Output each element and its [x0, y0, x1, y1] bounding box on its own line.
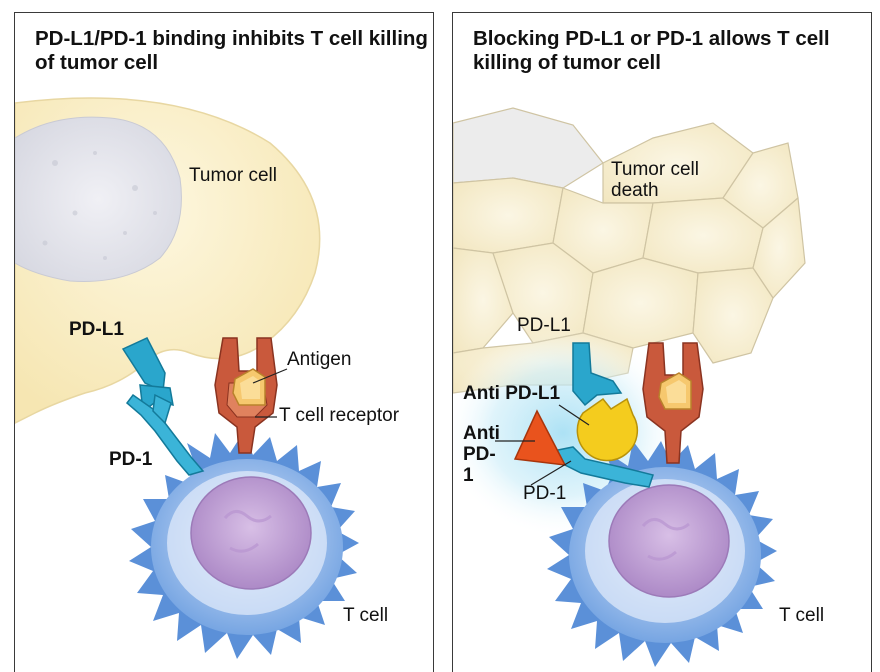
label-pd-1: PD-1	[109, 449, 153, 470]
label-pd-l1: PD-L1	[517, 315, 571, 336]
left-panel-title: PD-L1/PD-1 binding inhibits T cell killi…	[35, 27, 428, 74]
label-anti-pd-1: Anti PD-1	[463, 423, 500, 486]
left-illustration	[15, 97, 359, 659]
label-tumor-cell-death: Tumor cell death	[611, 159, 699, 201]
t-cell	[547, 441, 777, 667]
label-antigen: Antigen	[287, 349, 352, 370]
label-t-cell: T cell	[343, 605, 389, 626]
pd-1-molecule	[125, 393, 205, 476]
right-panel: Blocking PD-L1 or PD-1 allows T cell kil…	[452, 12, 872, 672]
anti-pd-1-antibody	[513, 409, 567, 466]
pd-1-molecule	[551, 446, 654, 488]
pd-l1-molecule	[572, 342, 623, 407]
label-t-cell-receptor: T cell receptor	[279, 405, 400, 426]
label-pd-l1: PD-L1	[69, 319, 124, 340]
right-panel-title: Blocking PD-L1 or PD-1 allows T cell kil…	[473, 27, 830, 74]
anti-pd-l1-antibody	[576, 397, 639, 462]
nucleus-texture	[42, 151, 157, 260]
label-tumor-cell: Tumor cell	[189, 165, 277, 186]
anti-pd-l1-leader	[558, 404, 590, 426]
right-illustration	[453, 107, 806, 667]
t-cell	[129, 433, 359, 659]
left-panel: PD-L1/PD-1 binding inhibits T cell killi…	[14, 12, 434, 672]
tumor-nucleus	[15, 116, 182, 282]
antigen	[658, 372, 692, 410]
antigen-leader	[252, 368, 288, 384]
label-pd-1: PD-1	[523, 483, 567, 504]
pd-1-leader	[530, 460, 572, 486]
label-anti-pd-l1: Anti PD-L1	[463, 383, 561, 404]
label-t-cell: T cell	[779, 605, 825, 626]
